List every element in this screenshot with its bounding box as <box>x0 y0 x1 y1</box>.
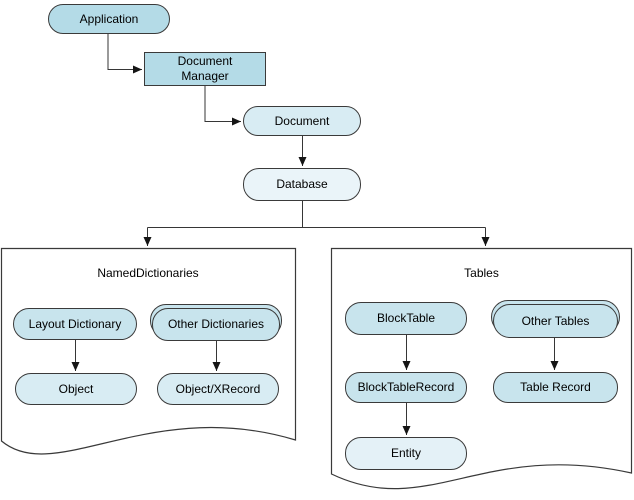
node-block-table: BlockTable <box>345 302 467 335</box>
node-table-record: Table Record <box>493 372 618 403</box>
node-object-xrecord: Object/XRecord <box>157 373 279 405</box>
node-application: Application <box>48 4 170 34</box>
edge-application-documentmanager <box>107 33 142 74</box>
node-other-tables: Other Tables <box>493 304 618 338</box>
node-other-dictionaries: Other Dictionaries <box>152 308 280 341</box>
node-document: Document <box>243 106 361 136</box>
node-document-manager: Document Manager <box>144 52 266 86</box>
container-title-tables: Tables <box>464 266 499 280</box>
node-entity: Entity <box>345 437 467 470</box>
edge-documentmanager-document <box>204 86 241 126</box>
node-database: Database <box>243 168 361 201</box>
node-block-table-record: BlockTableRecord <box>345 372 467 403</box>
node-layout-dictionary: Layout Dictionary <box>13 308 137 340</box>
node-object: Object <box>15 373 137 405</box>
container-title-named-dictionaries: NamedDictionaries <box>97 266 199 280</box>
